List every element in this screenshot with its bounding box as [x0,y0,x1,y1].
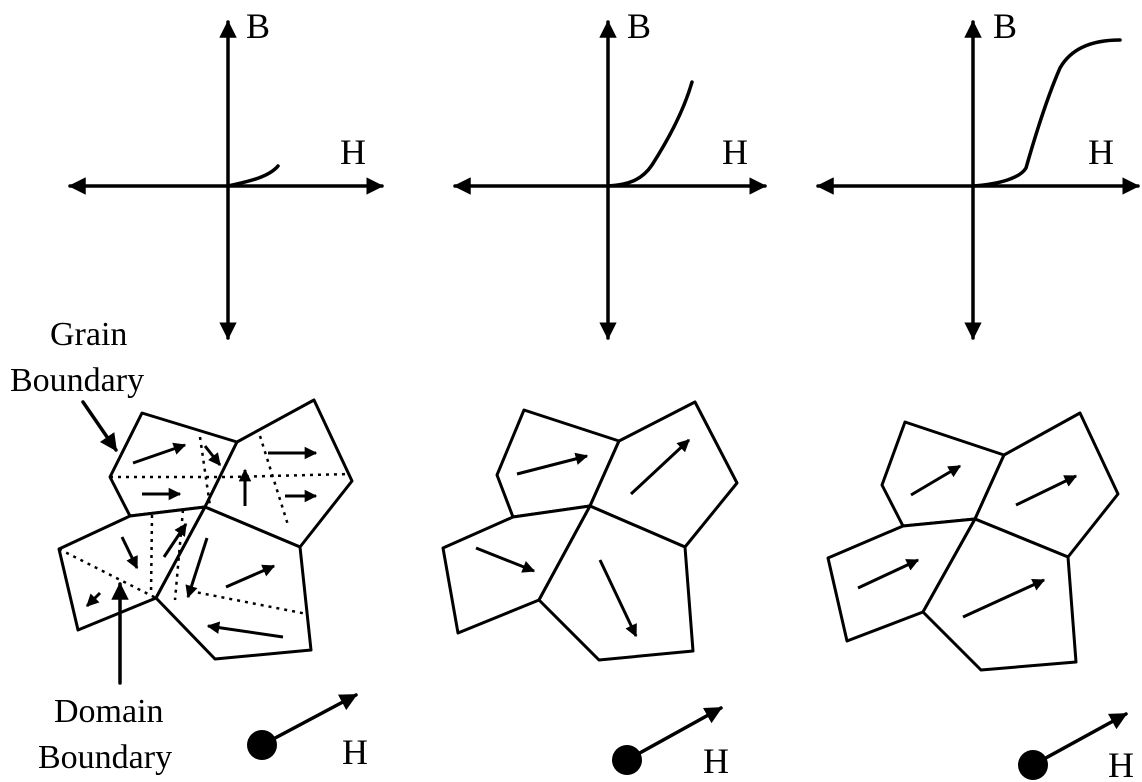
grain [921,517,1078,672]
applied-field-indicator: H [612,706,729,781]
grain-label-line1: Grain [50,316,127,353]
domain-label-line1: Domain [54,693,164,730]
b-axis-label: B [993,6,1017,46]
bh-plot-saturated: B H [816,6,1140,340]
field-arrow [260,693,358,747]
panel-saturated: B H H [816,6,1140,782]
magnetization-arrows [857,464,1078,619]
grain-boundary-annotation: Grain Boundary [10,316,144,452]
h-axis-label: H [722,132,748,172]
bh-plot-initial: B H [68,6,384,340]
grain-cluster-saturated [826,411,1120,672]
domain-boundaries [58,435,351,616]
bh-plot-rising: B H [453,6,767,340]
h-axis-label: H [340,132,366,172]
magnetization-arrows [85,442,318,639]
field-arrow [1031,712,1128,767]
magnetization-arrows [475,438,691,638]
panel-initial: B H [10,6,384,776]
grain-pointer-arrow [81,400,118,452]
field-label: H [1108,745,1134,782]
panel-rising: B H H [441,6,767,781]
grain-cluster-rising [441,400,739,662]
grain [203,398,354,549]
bh-curve [226,164,280,188]
grain-cluster-initial [57,398,354,661]
grain [973,411,1120,559]
domain-boundary-annotation: Domain Boundary [38,582,172,776]
field-label: H [703,741,729,781]
grain-label-line2: Boundary [10,362,144,399]
applied-field-indicator: H [247,693,368,772]
b-axis-label: B [627,6,651,46]
bh-curve [971,38,1122,188]
applied-field-indicator: H [1018,712,1134,782]
bh-curve [606,80,694,188]
grain [537,504,695,662]
h-axis-label: H [1088,132,1114,172]
b-axis-label: B [246,6,270,46]
field-arrow [625,706,723,762]
field-label: H [342,732,368,772]
grain [588,400,739,549]
domain-label-line2: Boundary [38,739,172,776]
